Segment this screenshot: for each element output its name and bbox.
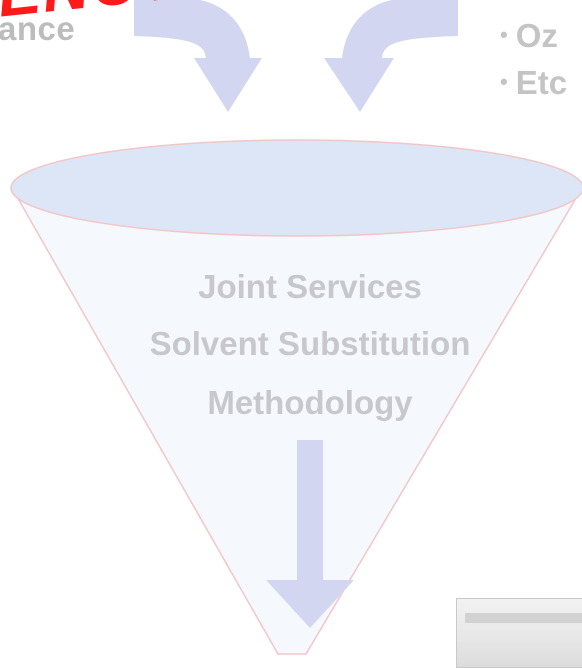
bullet-dot-icon: •	[500, 22, 508, 47]
funnel-text-line-3: Methodology	[207, 384, 413, 421]
bullet-item: • Etc	[500, 59, 567, 106]
bullet-text: Etc	[515, 64, 568, 101]
bullet-text: Oz	[515, 17, 558, 54]
right-curved-arrow	[324, 0, 458, 112]
bullet-list: • Oz • Etc	[500, 12, 567, 106]
funnel-top-ellipse	[10, 139, 582, 237]
down-arrow	[266, 440, 354, 628]
left-curved-arrow	[134, 0, 262, 112]
bullet-item: • Oz	[500, 12, 567, 59]
photo-thumbnail	[456, 598, 582, 668]
funnel-text-line-2: Solvent Substitution	[149, 325, 471, 362]
bullet-dot-icon: •	[500, 69, 508, 94]
funnel-text-line-1: Joint Services	[198, 268, 422, 305]
top-left-label-fragment: ance	[0, 10, 76, 47]
photo-detail	[465, 613, 582, 623]
